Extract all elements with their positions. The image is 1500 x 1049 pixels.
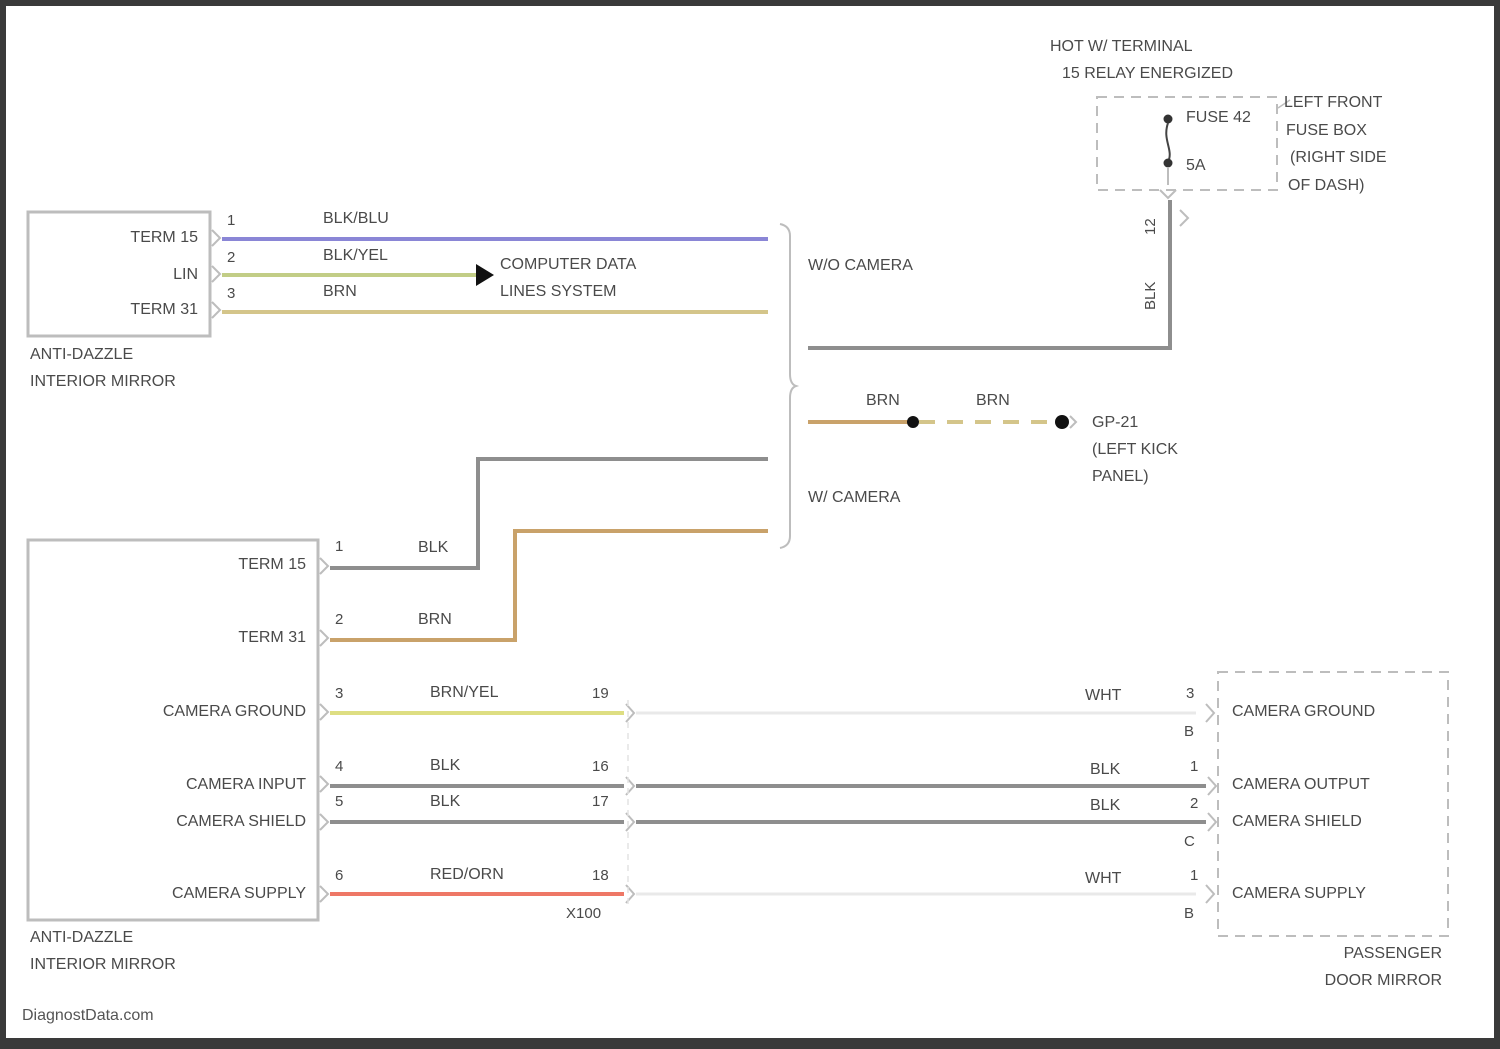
mirror-top-pin3-label: TERM 31 <box>130 301 198 318</box>
door-pin4-conn: B <box>1184 905 1194 922</box>
ground-point-icon <box>1055 415 1069 429</box>
mirror-top-pin2-label: LIN <box>173 266 198 283</box>
mirror-top-pin1-num: 1 <box>227 212 235 229</box>
mirror-top-name-1: ANTI-DAZZLE <box>30 346 133 363</box>
wire-label-blk-yel: BLK/YEL <box>323 247 388 264</box>
variant-without-camera: W/O CAMERA <box>808 257 913 274</box>
wire-label-blk-input: BLK <box>430 757 461 774</box>
computer-data-label-1: COMPUTER DATA <box>500 256 637 273</box>
mirror-top-name-2: INTERIOR MIRROR <box>30 373 176 390</box>
wire-label-blk-blu: BLK/BLU <box>323 210 389 227</box>
power-label-1: HOT W/ TERMINAL <box>1050 38 1193 55</box>
computer-data-label-2: LINES SYSTEM <box>500 283 616 300</box>
wire-label-brn-yel: BRN/YEL <box>430 684 499 701</box>
mirror-bottom-pin1-num: 1 <box>335 538 343 555</box>
door-mirror-name-1: PASSENGER <box>1344 945 1442 962</box>
door-pin1-num: 3 <box>1186 685 1194 702</box>
fusebox-label-3: (RIGHT SIDE <box>1290 149 1387 166</box>
door-mirror-name-2: DOOR MIRROR <box>1325 972 1442 989</box>
ground-point-label-1: GP-21 <box>1092 414 1138 431</box>
mirror-bottom-box <box>28 540 318 920</box>
wire-label-brn-top: BRN <box>323 283 357 300</box>
x100-pin-19: 19 <box>592 685 609 702</box>
mirror-bottom-pin1-label: TERM 15 <box>238 556 306 573</box>
door-wire-label-1: WHT <box>1085 687 1122 704</box>
mirror-top-pin1-label: TERM 15 <box>130 229 198 246</box>
mirror-top-pin3-num: 3 <box>227 285 235 302</box>
mirror-bottom-name-2: INTERIOR MIRROR <box>30 956 176 973</box>
mirror-bottom-pin4-num: 4 <box>335 758 343 775</box>
ground-wire-label-1: BRN <box>866 392 900 409</box>
door-pin4-num: 1 <box>1190 867 1198 884</box>
door-pin3-conn: C <box>1184 833 1195 850</box>
x100-pin-16: 16 <box>592 758 609 775</box>
power-pin-number: 12 <box>1142 218 1159 235</box>
door-pin1-conn: B <box>1184 723 1194 740</box>
variant-with-camera: W/ CAMERA <box>808 489 901 506</box>
fuse-name: FUSE 42 <box>1186 109 1251 126</box>
mirror-bottom-pin2-num: 2 <box>335 611 343 628</box>
mirror-bottom-pin2-label: TERM 31 <box>238 629 306 646</box>
wire-label-brn-term31: BRN <box>418 611 452 628</box>
door-pin3-label: CAMERA SHIELD <box>1232 813 1362 830</box>
ground-wire-label-2: BRN <box>976 392 1010 409</box>
power-label-2: 15 RELAY ENERGIZED <box>1062 65 1233 82</box>
mirror-bottom-pin5-num: 5 <box>335 793 343 810</box>
mirror-top-pin2-num: 2 <box>227 249 235 266</box>
door-pin3-num: 2 <box>1190 795 1198 812</box>
footer-watermark[interactable]: DiagnostData.com <box>22 1007 154 1024</box>
door-pin4-label: CAMERA SUPPLY <box>1232 885 1366 902</box>
mirror-bottom-name-1: ANTI-DAZZLE <box>30 929 133 946</box>
mirror-bottom-pin6-num: 6 <box>335 867 343 884</box>
mirror-bottom-pin4-label: CAMERA INPUT <box>186 776 306 793</box>
x100-connector-label: X100 <box>566 905 601 922</box>
wire-label-blk-shield: BLK <box>430 793 461 810</box>
x100-pin-18: 18 <box>592 867 609 884</box>
fusebox-label-2: FUSE BOX <box>1286 122 1367 139</box>
ground-splice-dot <box>907 416 919 428</box>
mirror-bottom-pin6-label: CAMERA SUPPLY <box>172 885 306 902</box>
mirror-bottom-pin3-label: CAMERA GROUND <box>163 703 306 720</box>
fusebox-label-4: OF DASH) <box>1288 177 1364 194</box>
power-wire-color: BLK <box>1142 282 1159 310</box>
x100-pin-17: 17 <box>592 793 609 810</box>
door-wire-label-3: BLK <box>1090 797 1121 814</box>
door-wire-label-4: WHT <box>1085 870 1122 887</box>
door-wire-label-2: BLK <box>1090 761 1121 778</box>
mirror-bottom-pin5-label: CAMERA SHIELD <box>176 813 306 830</box>
wire-label-red-orn: RED/ORN <box>430 866 504 883</box>
ground-point-label-2: (LEFT KICK <box>1092 441 1178 458</box>
ground-point-label-3: PANEL) <box>1092 468 1149 485</box>
door-pin2-num: 1 <box>1190 758 1198 775</box>
door-pin2-label: CAMERA OUTPUT <box>1232 776 1370 793</box>
fuse-terminal-bottom <box>1164 159 1173 168</box>
fuse-rating: 5A <box>1186 157 1206 174</box>
mirror-bottom-pin3-num: 3 <box>335 685 343 702</box>
fusebox-label-1: LEFT FRONT <box>1284 94 1383 111</box>
fuse-terminal-top <box>1164 115 1173 124</box>
wire-label-blk-term15: BLK <box>418 539 449 556</box>
door-pin1-label: CAMERA GROUND <box>1232 703 1375 720</box>
